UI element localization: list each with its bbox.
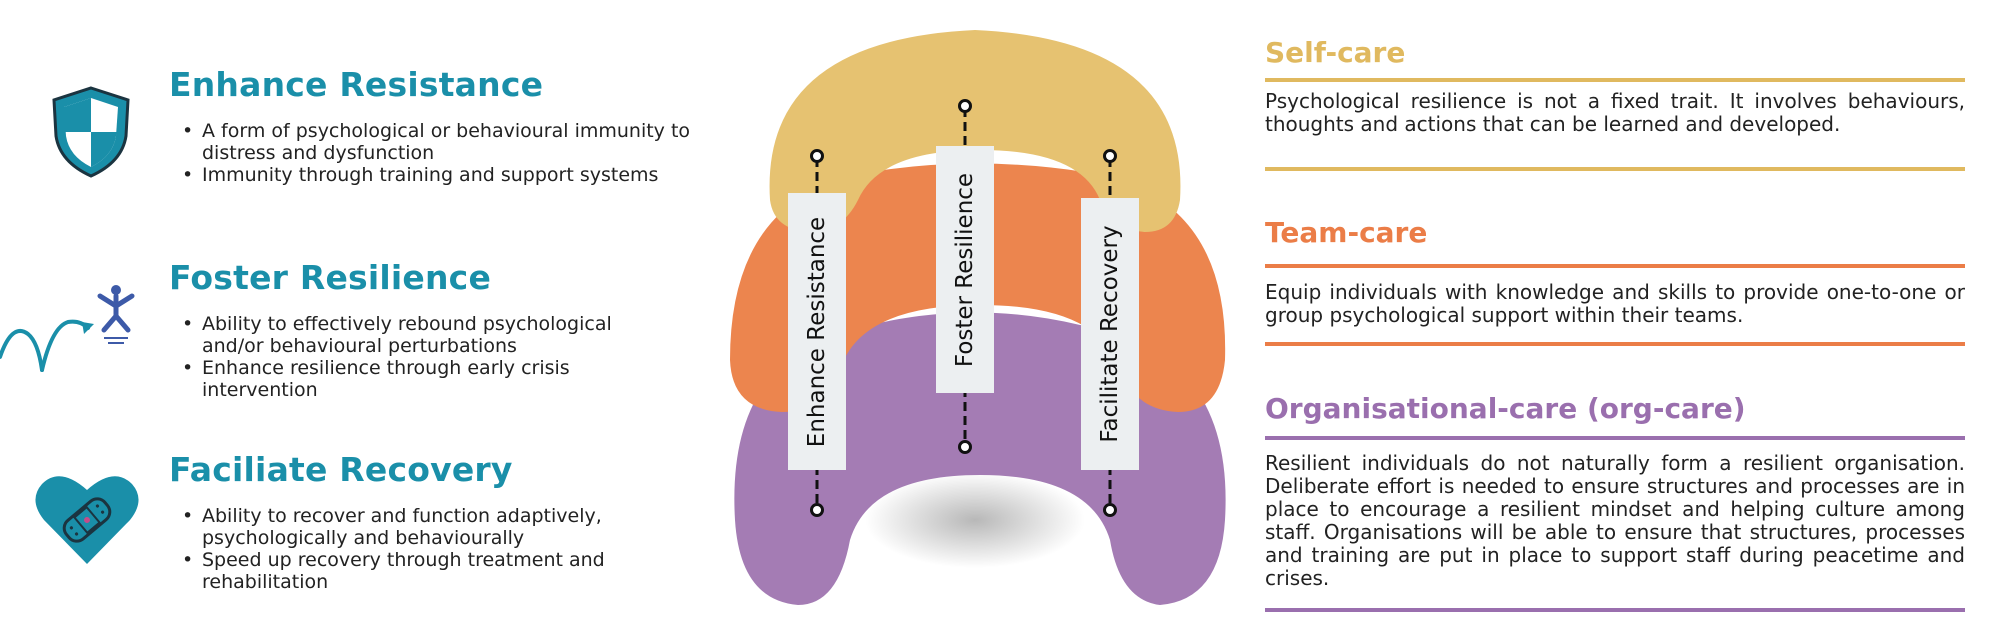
shield-icon (48, 84, 134, 180)
card-divider (1265, 167, 1965, 171)
pillar-foster-resilience (936, 146, 994, 393)
top-arch (769, 30, 1181, 232)
card-title-team-care: Team-care (1265, 216, 1428, 249)
section-title-faciliate-recovery: Faciliate Recovery (169, 450, 513, 489)
pillar-facilitate-recovery (1081, 198, 1139, 470)
card-divider (1265, 264, 1965, 268)
pillar-label-facilitate-recovery: Facilitate Recovery (1097, 225, 1123, 442)
bullet-list-enhance-resistance: A form of psychological or behavioural i… (172, 120, 692, 186)
card-title-org-care: Organisational-care (org-care) (1265, 392, 1746, 425)
list-item: A form of psychological or behavioural i… (172, 120, 692, 164)
card-divider (1265, 78, 1965, 82)
heart-bandage-icon (32, 468, 142, 568)
list-item: Ability to recover and function adaptive… (172, 505, 642, 549)
card-divider (1265, 608, 1965, 612)
list-item: Speed up recovery through treatment and … (172, 549, 642, 593)
list-item: Immunity through training and support sy… (172, 164, 692, 186)
pillar-node (810, 149, 824, 163)
card-text-org-care: Resilient individuals do not naturally f… (1265, 451, 1965, 590)
pillar-node (958, 440, 972, 454)
pillar-label-foster-resilience: Foster Resilience (952, 173, 978, 367)
pillar-label-enhance-resistance: Enhance Resistance (804, 217, 830, 447)
section-title-enhance-resistance: Enhance Resistance (169, 65, 544, 104)
card-title-self-care: Self-care (1265, 36, 1406, 69)
pillar-enhance-resistance (788, 193, 846, 470)
left-column: Enhance Resistance A form of psychologic… (0, 0, 700, 639)
list-item: Enhance resilience through early crisis … (172, 357, 642, 401)
right-column: Self-care Psychological resilience is no… (1265, 0, 1965, 639)
pillar-node (958, 99, 972, 113)
card-divider (1265, 342, 1965, 346)
section-title-foster-resilience: Foster Resilience (169, 258, 492, 297)
bullet-list-faciliate-recovery: Ability to recover and function adaptive… (172, 505, 642, 593)
card-divider (1265, 436, 1965, 440)
card-text-team-care: Equip individuals with knowledge and ski… (1265, 280, 1965, 327)
pillar-node (810, 503, 824, 517)
arch-shadow (865, 472, 1085, 568)
pillar-node (1103, 503, 1117, 517)
list-item: Ability to effectively rebound psycholog… (172, 313, 642, 357)
bullet-list-foster-resilience: Ability to effectively rebound psycholog… (172, 313, 642, 401)
card-text-self-care: Psychological resilience is not a fixed … (1265, 89, 1965, 136)
bounce-jump-icon (0, 282, 140, 382)
resilience-arch-diagram: Enhance Resistance Foster Resilience Fac… (690, 0, 1280, 639)
pillar-node (1103, 149, 1117, 163)
